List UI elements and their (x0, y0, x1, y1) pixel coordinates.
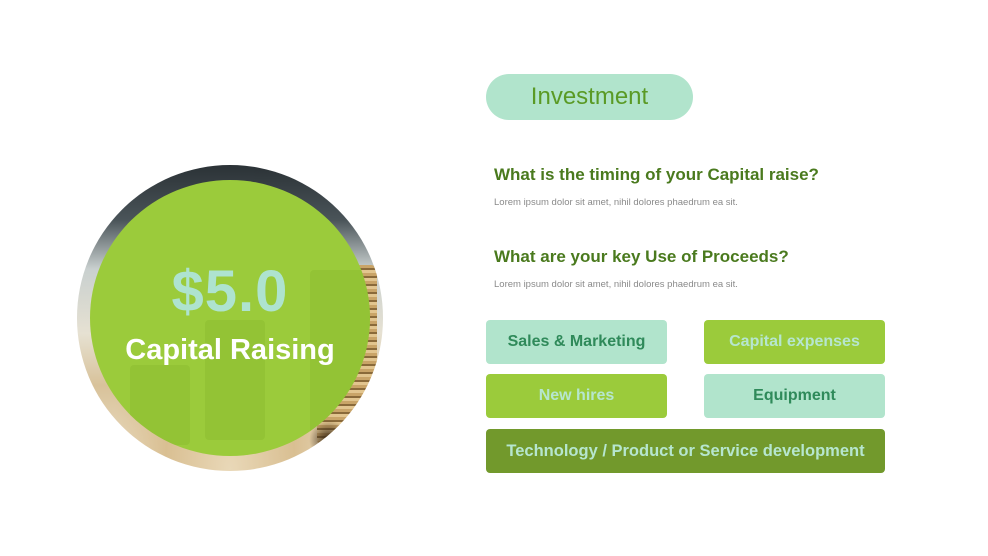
raise-amount: $5.0 (171, 259, 289, 324)
tile-capital-expenses: Capital expenses (704, 320, 885, 364)
capital-raising-circle (90, 180, 370, 456)
tile-sales-marketing: Sales & Marketing (486, 320, 667, 364)
raise-label: Capital Raising (125, 334, 335, 366)
question-timing-body: Lorem ipsum dolor sit amet, nihil dolore… (494, 197, 738, 208)
question-timing: What is the timing of your Capital raise… (494, 165, 819, 184)
tile-equipment: Equipment (704, 374, 885, 418)
tile-technology-development: Technology / Product or Service developm… (486, 429, 885, 473)
section-pill-investment: Investment (486, 74, 693, 120)
coin-stack-overlay (310, 270, 370, 440)
question-proceeds: What are your key Use of Proceeds? (494, 247, 789, 266)
question-proceeds-body: Lorem ipsum dolor sit amet, nihil dolore… (494, 279, 738, 290)
coin-stack-overlay (130, 365, 190, 445)
coin-stack-overlay (205, 320, 265, 440)
tile-new-hires: New hires (486, 374, 667, 418)
